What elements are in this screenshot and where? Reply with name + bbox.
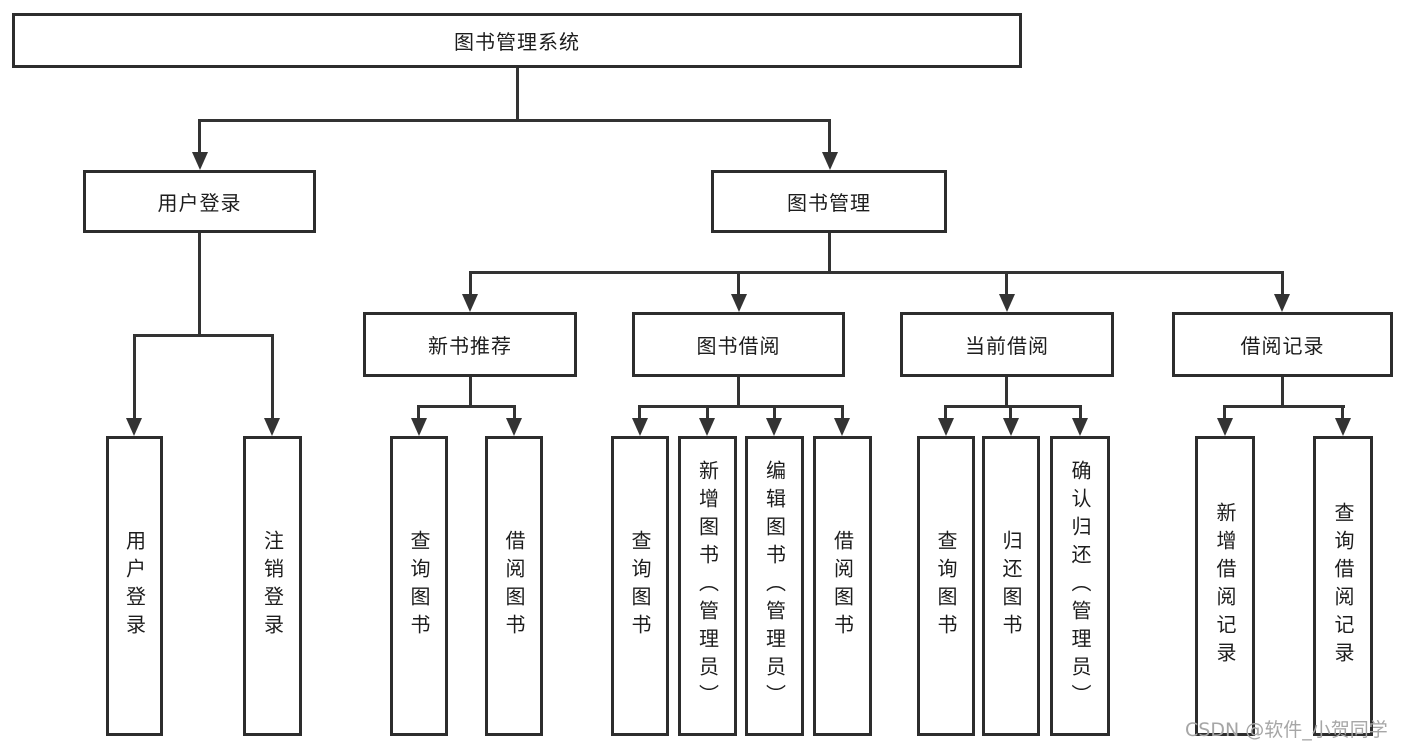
arrowhead-icon [632,418,648,436]
leaf-label: 查询借阅记录 [1331,502,1355,670]
leaf-query-books-borrow: 查询图书 [611,436,669,736]
connector-drop [1079,405,1082,420]
leaf-label: 查询图书 [407,530,431,642]
arrowhead-icon [1217,418,1233,436]
leaf-label: 归还图书 [999,530,1023,642]
arrowhead-icon [731,294,747,312]
connector-hsplit-book-borrow [638,405,844,408]
connector-drop [706,405,709,420]
connector-riser-new-books [469,377,472,407]
leaf-label: 借阅图书 [502,530,526,642]
leaf-label: 用户登录 [122,530,147,642]
node-book-mgmt-module: 图书管理 [711,170,947,233]
arrowhead-icon [462,294,478,312]
leaf-label: 注销登录 [260,530,285,642]
leaf-label: 新增图书（管理员） [695,460,720,712]
connector-drop [1341,405,1344,420]
connector-drop [1223,405,1226,420]
arrowhead-icon [264,418,280,436]
leaf-label: 编辑图书（管理员） [762,460,787,712]
leaf-query-borrow-record: 查询借阅记录 [1313,436,1373,736]
node-borrow-records: 借阅记录 [1172,312,1393,377]
leaf-borrow-books: 借阅图书 [813,436,872,736]
arrowhead-icon [1274,294,1290,312]
connector-drop [271,334,274,420]
node-label: 用户登录 [157,191,242,215]
arrowhead-icon [192,152,208,170]
arrowhead-icon [126,418,142,436]
node-label: 图书管理 [787,191,871,215]
arrowhead-icon [834,418,850,436]
leaf-query-books-current: 查询图书 [917,436,975,736]
connector-riser-user-login [198,233,201,335]
connector-hsplit-user-login [133,334,274,337]
arrowhead-icon [766,418,782,436]
leaf-logout: 注销登录 [243,436,302,736]
leaf-label: 确认归还（管理员） [1068,460,1092,712]
connector-hsplit-current-borrow [944,405,1082,408]
node-label: 当前借阅 [965,334,1049,358]
node-label: 借阅记录 [1240,334,1325,358]
arrowhead-icon [1335,418,1351,436]
connector-drop [638,405,641,420]
leaf-edit-books-admin: 编辑图书（管理员） [745,436,804,736]
connector-hsplit-borrow-records [1223,405,1345,408]
connector-drop [944,405,947,420]
connector-riser-borrow-records [1281,377,1284,407]
connector-riser-book-borrow [737,377,740,407]
arrowhead-icon [506,418,522,436]
connector-drop [133,334,136,420]
leaf-return-books: 归还图书 [982,436,1040,736]
watermark: CSDN @软件_小贺同学 [1185,719,1388,741]
connector-hsplit-new-books [417,405,516,408]
connector-drop [513,405,516,420]
node-root-system: 图书管理系统 [12,13,1022,68]
node-new-books: 新书推荐 [363,312,577,377]
node-label: 图书借阅 [696,334,781,358]
connector-drop [841,405,844,420]
connector-riser-root [516,68,519,120]
node-user-login-module: 用户登录 [83,170,316,233]
arrowhead-icon [699,418,715,436]
node-label: 图书管理系统 [454,30,580,54]
connector-riser-book-mgmt [828,233,831,274]
leaf-query-books-new: 查询图书 [390,436,448,736]
node-label: 新书推荐 [428,334,512,358]
arrowhead-icon [822,152,838,170]
connector-riser-current-borrow [1005,377,1008,407]
leaf-label: 借阅图书 [830,530,855,642]
connector-drop [828,119,831,154]
connector-drop [469,271,472,296]
arrowhead-icon [938,418,954,436]
connector-drop [198,119,201,154]
arrowhead-icon [999,294,1015,312]
connector-hsplit-book-mgmt [469,271,1284,274]
leaf-user-login: 用户登录 [106,436,163,736]
connector-drop [773,405,776,420]
connector-hsplit-root [198,119,831,122]
arrowhead-icon [411,418,427,436]
connector-drop [737,271,740,296]
leaf-label: 查询图书 [934,530,958,642]
node-current-borrow: 当前借阅 [900,312,1114,377]
leaf-borrow-books-new: 借阅图书 [485,436,543,736]
node-book-borrow: 图书借阅 [632,312,845,377]
leaf-add-borrow-record: 新增借阅记录 [1195,436,1255,736]
arrowhead-icon [1003,418,1019,436]
connector-drop [1281,271,1284,296]
arrowhead-icon [1072,418,1088,436]
leaf-confirm-return-admin: 确认归还（管理员） [1050,436,1110,736]
leaf-add-books-admin: 新增图书（管理员） [678,436,737,736]
leaf-label: 查询图书 [628,530,652,642]
connector-drop [1009,405,1012,420]
connector-drop [417,405,420,420]
connector-drop [1005,271,1008,296]
leaf-label: 新增借阅记录 [1213,502,1237,670]
